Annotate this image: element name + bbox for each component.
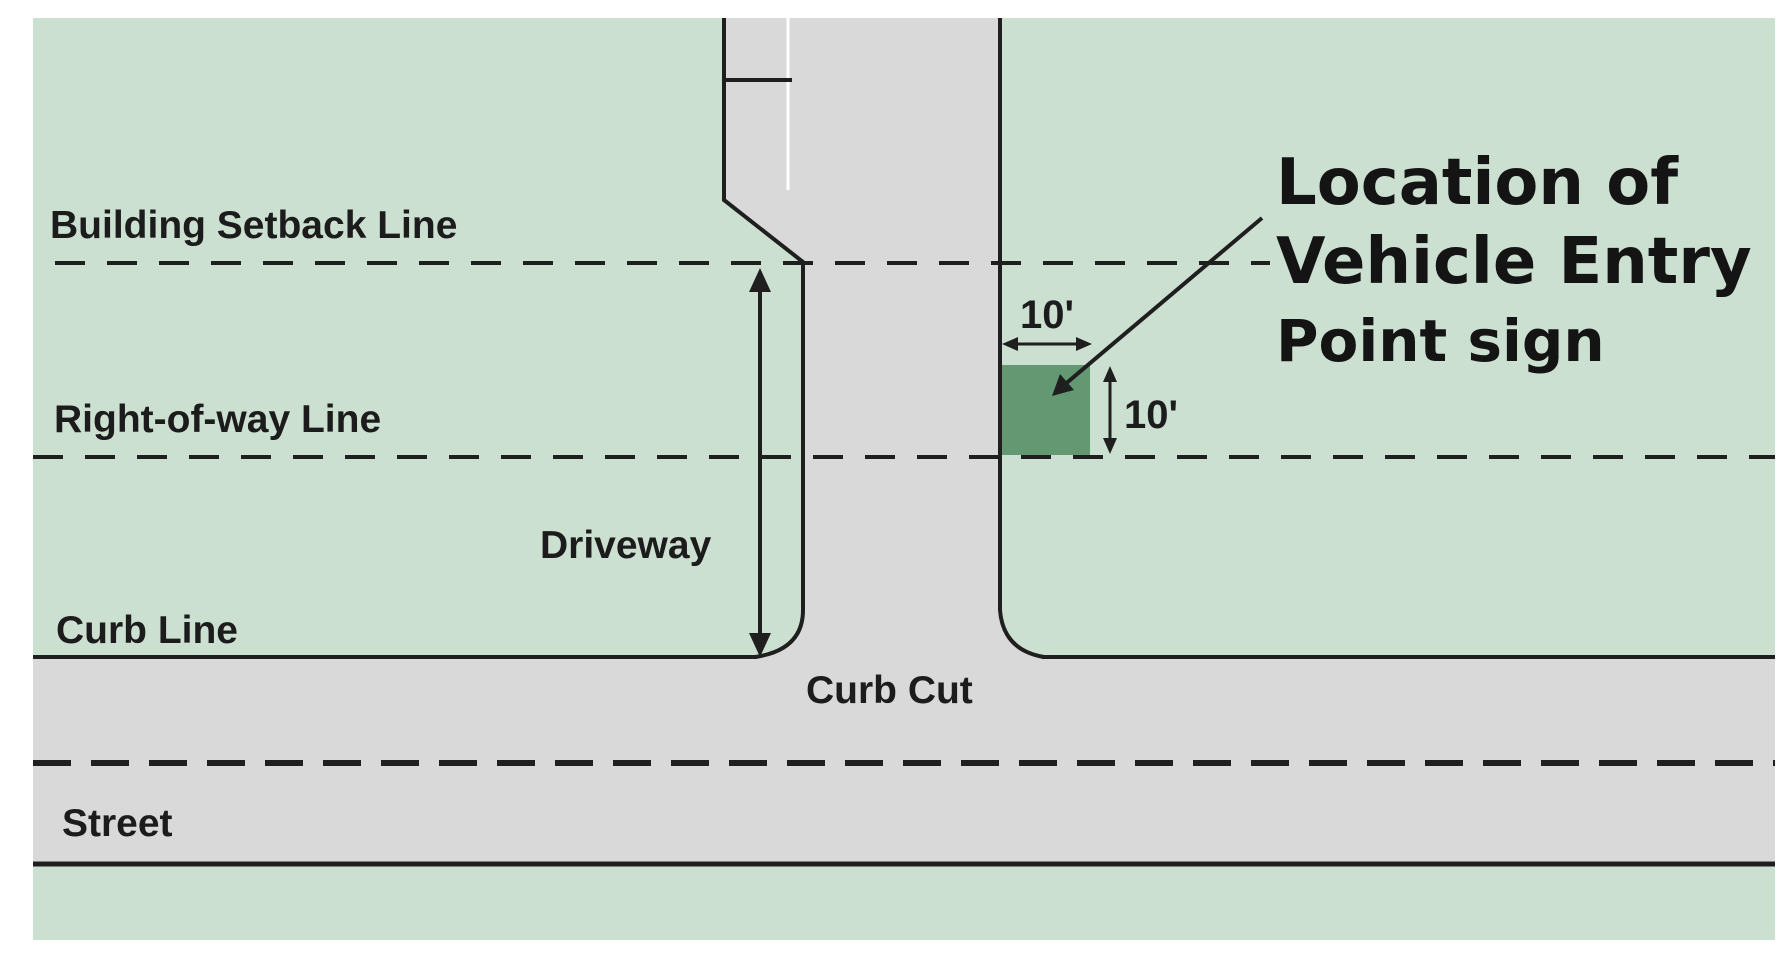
street-label: Street [62, 802, 173, 845]
vehicle-entry-sign-area [1002, 365, 1090, 455]
callout-title-line3: Point sign [1276, 307, 1605, 375]
driveway-dimension-arrow [749, 268, 771, 657]
right-of-way-label: Right-of-way Line [54, 398, 381, 441]
curb-cut-label: Curb Cut [806, 669, 973, 712]
driveway-label: Driveway [540, 524, 712, 567]
horizontal-dimension-arrow [1002, 337, 1092, 351]
vertical-dimension-arrow [1103, 366, 1117, 454]
curb-line-label: Curb Line [56, 609, 238, 652]
callout-title-line1: Location of [1276, 146, 1679, 220]
callout-pointer-arrow [1052, 216, 1264, 396]
callout-title-line2: Vehicle Entry [1276, 225, 1752, 299]
driveway-right-edge [998, 18, 1045, 659]
dimension-vertical-label: 10' [1124, 393, 1178, 437]
building-setback-label: Building Setback Line [50, 204, 457, 247]
driveway-left-edge [722, 18, 805, 659]
dimension-horizontal-label: 10' [1020, 293, 1074, 337]
